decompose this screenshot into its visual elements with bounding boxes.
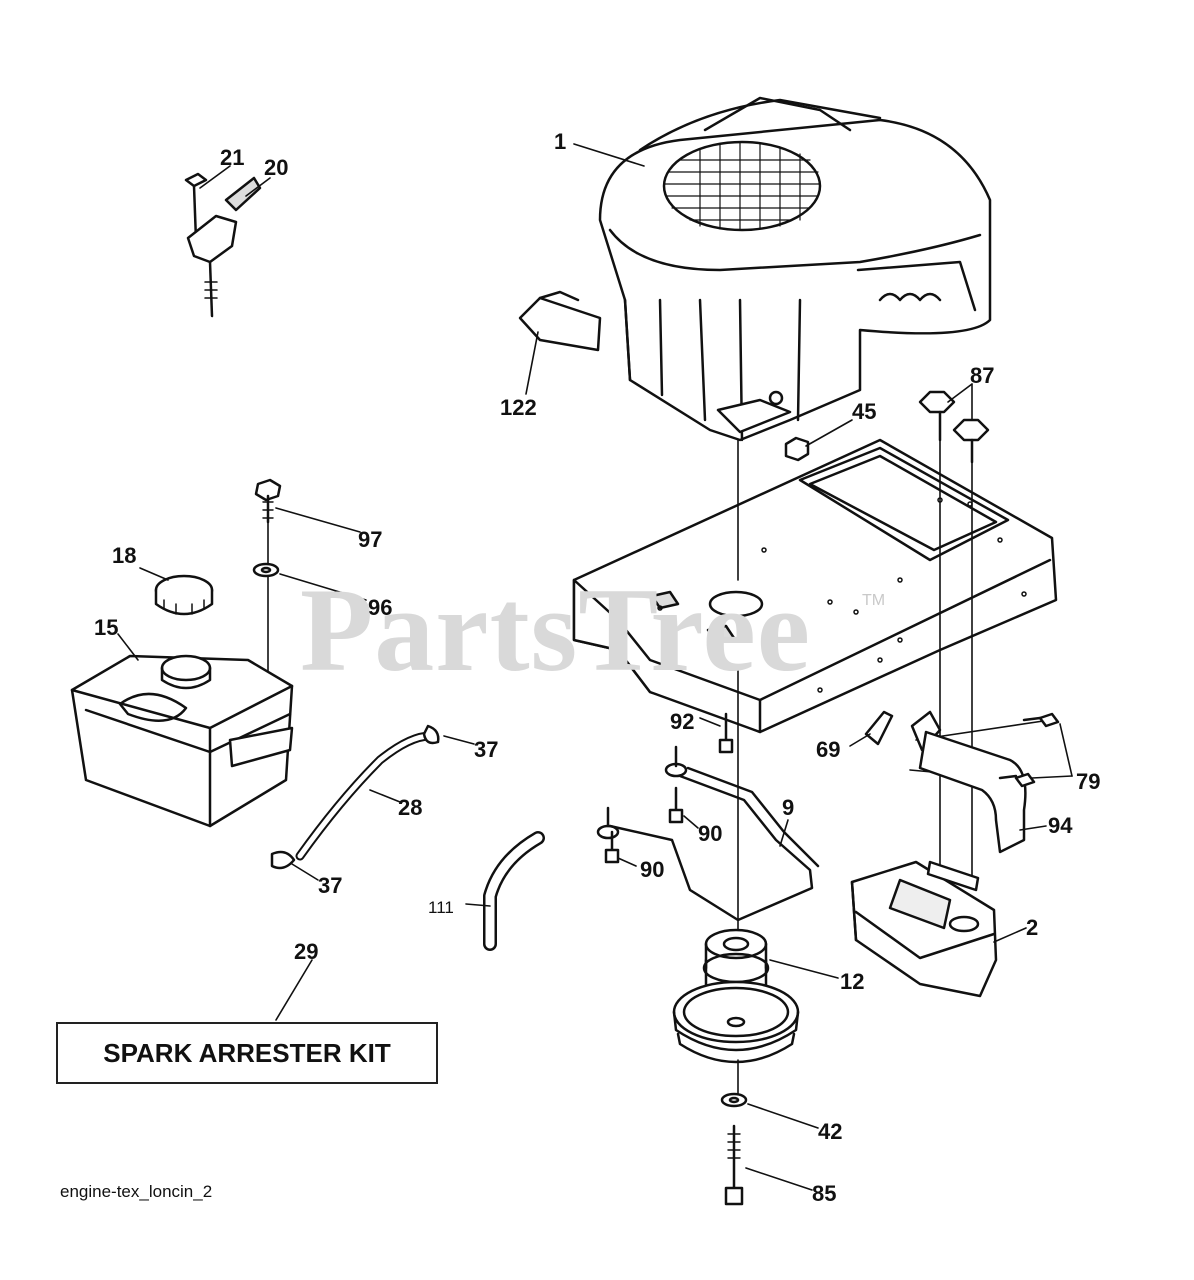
callout-21: 21	[220, 145, 245, 170]
throttle-clamp-part	[184, 172, 262, 318]
callout-18: 18	[112, 543, 137, 568]
callout-111: 111	[428, 898, 454, 917]
callout-2: 2	[1026, 915, 1039, 940]
callout-69: 69	[816, 737, 841, 762]
callout-37-lower: 37	[318, 873, 343, 898]
flange-bolts-part	[918, 390, 990, 464]
callout-9: 9	[782, 795, 795, 820]
callout-42: 42	[818, 1119, 843, 1144]
callout-90-lower: 90	[640, 857, 665, 882]
engine-pulley-part	[672, 928, 800, 1064]
callout-28: 28	[398, 795, 423, 820]
belt-guide-part	[596, 745, 820, 922]
callout-96: 96	[368, 595, 393, 620]
watermark-trademark: TM	[862, 592, 886, 609]
callout-1: 1	[554, 129, 567, 154]
tank-bolt-washer-part	[252, 478, 282, 578]
bracket-part	[518, 290, 602, 352]
callout-85: 85	[812, 1181, 837, 1206]
callout-15: 15	[94, 615, 119, 640]
muffler-part	[850, 860, 998, 998]
callout-45: 45	[852, 399, 877, 424]
fuel-hose-part	[270, 724, 440, 870]
bolt-92-part	[718, 712, 734, 754]
fuel-cap-part	[154, 574, 214, 616]
leader-lines	[117, 143, 1073, 1191]
callout-29: 29	[294, 939, 319, 964]
callout-87: 87	[970, 363, 995, 388]
callout-97: 97	[358, 527, 383, 552]
diagram-code: engine-tex_loncin_2	[60, 1182, 213, 1201]
callout-90-upper: 90	[698, 821, 723, 846]
hose-111-part	[483, 831, 545, 951]
callout-122: 122	[500, 395, 537, 420]
fuel-tank-part	[70, 654, 294, 828]
pulley-washer-bolt-part	[720, 1092, 748, 1206]
watermark-text: PartsTree	[300, 563, 811, 696]
callout-12: 12	[840, 969, 865, 994]
chassis-frame-part	[572, 438, 1058, 734]
callout-79: 79	[1076, 769, 1101, 794]
nut-part	[784, 436, 810, 462]
callout-20: 20	[264, 155, 289, 180]
callout-94: 94	[1048, 813, 1073, 838]
spark-arrester-kit-label: SPARK ARRESTER KIT	[56, 1022, 438, 1084]
exhaust-parts	[864, 710, 1060, 854]
callout-37-upper: 37	[474, 737, 499, 762]
callout-92: 92	[670, 709, 695, 734]
engine-part	[598, 96, 992, 442]
